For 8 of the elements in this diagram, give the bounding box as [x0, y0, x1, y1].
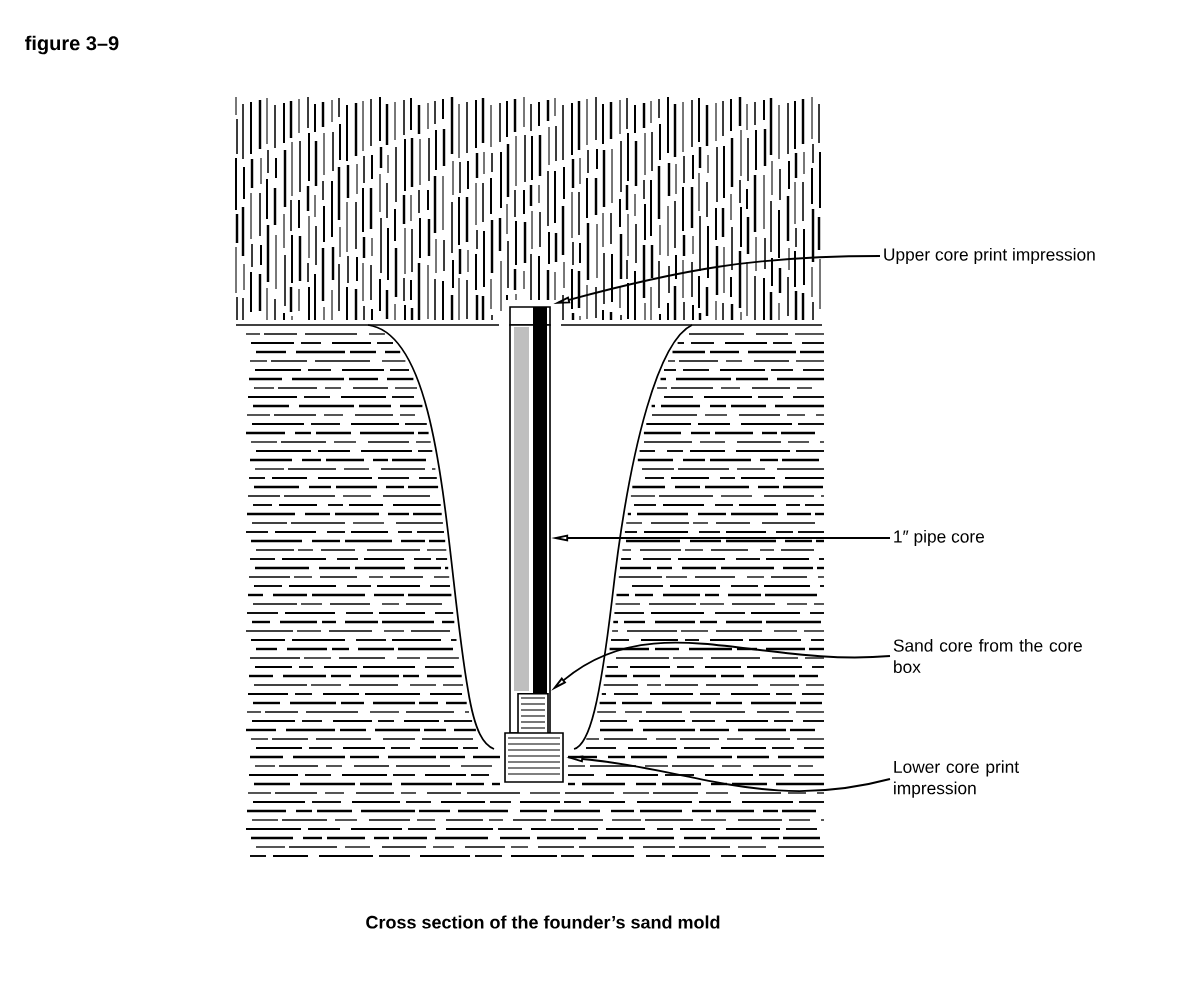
- part-label: Sand core from the core box: [893, 638, 1082, 674]
- core-print-impression: [509, 306, 551, 326]
- part-label: 1″ pipe core: [894, 529, 985, 547]
- part-label: Upper core print impression: [884, 247, 1095, 265]
- part-label: Lower core print impression: [894, 760, 1019, 798]
- sand-core: [517, 693, 549, 735]
- caption: Cross section of the founder’s sand mold: [366, 915, 720, 929]
- figure-number: figure 3–9: [25, 35, 119, 55]
